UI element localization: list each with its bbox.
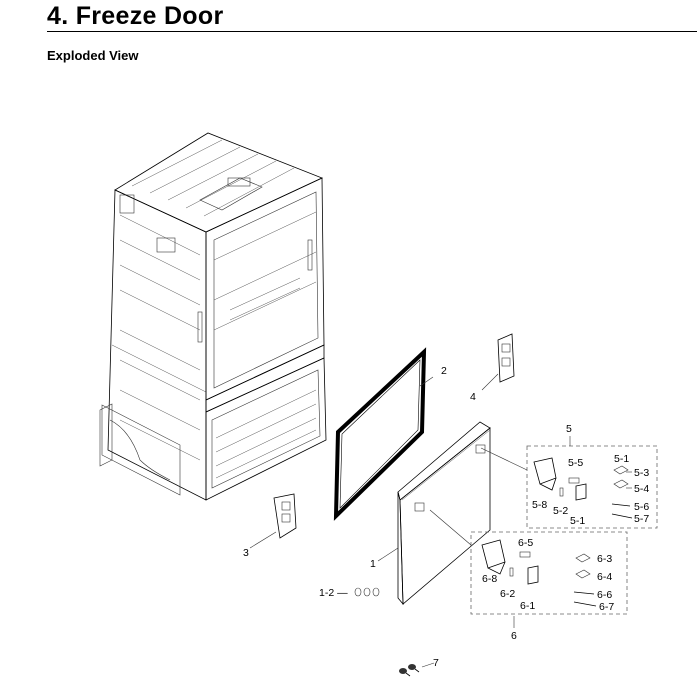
label-6-1: 6-1 [520,600,535,612]
label-6-8: 6-8 [482,573,497,585]
label-5-1b: 5-1 [570,515,585,527]
hinge-bracket-4 [497,333,515,383]
label-1: 1 [370,558,376,570]
part-1-2-caps [354,587,380,597]
label-5-3: 5-3 [634,467,649,479]
assembly-6-box [470,531,628,615]
part-7-screws [399,664,420,677]
page-title: 4. Freeze Door [47,2,224,30]
section-title: Exploded View [47,48,139,63]
label-1-2: 1-2 — [319,587,348,599]
door-gasket [333,347,427,521]
label-5-6: 5-6 [634,501,649,513]
label-5-5: 5-5 [568,457,583,469]
label-6-5: 6-5 [518,537,533,549]
assembly-5-box [526,445,658,529]
label-4: 4 [470,391,476,403]
label-5-7: 5-7 [634,513,649,525]
label-2: 2 [441,365,447,377]
refrigerator-cabinet [99,132,327,501]
hinge-bracket-3 [273,493,297,539]
freezer-door [397,421,491,606]
label-5-2: 5-2 [553,505,568,517]
label-5: 5 [566,423,572,435]
label-6-4: 6-4 [597,571,612,583]
label-6-7: 6-7 [599,601,614,613]
label-3: 3 [243,547,249,559]
label-6: 6 [511,630,517,642]
label-6-3: 6-3 [597,553,612,565]
label-5-1a: 5-1 [614,453,629,465]
label-7: 7 [433,657,439,669]
label-6-6: 6-6 [597,589,612,601]
label-5-4: 5-4 [634,483,649,495]
label-6-2: 6-2 [500,588,515,600]
label-5-8: 5-8 [532,499,547,511]
title-rule [47,31,697,32]
callout-labels: 2 1 1-2 — 3 4 5 5-1 5-5 5-3 5-4 5-8 5-2 … [243,365,649,669]
leader-lines [249,373,571,668]
